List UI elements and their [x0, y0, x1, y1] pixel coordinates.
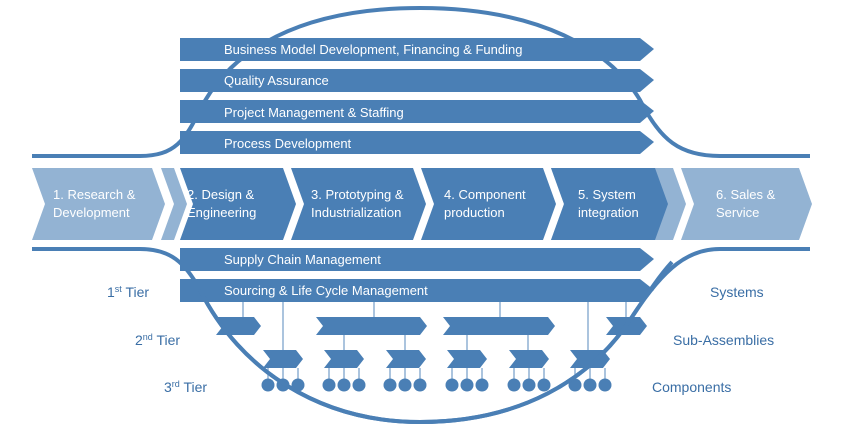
component-node [475, 378, 489, 392]
tier-label-components: Components [652, 379, 731, 395]
top-bar-quality-assurance: Quality Assurance [180, 69, 654, 92]
bottom-bar-sourcing-lifecycle: Sourcing & Life Cycle Management [180, 279, 654, 302]
bottom-bar-label: Sourcing & Life Cycle Management [224, 283, 428, 298]
phase-label-line1: 2. Design & [187, 187, 255, 202]
component-node [322, 378, 336, 392]
component-node [337, 378, 351, 392]
top-bar-label: Business Model Development, Financing & … [224, 42, 522, 57]
phase-label-line1: 3. Prototyping & [311, 187, 404, 202]
top-bar-label: Quality Assurance [224, 73, 329, 88]
tier-labels-left: 1st Tier 2nd Tier 3rd Tier [107, 284, 207, 395]
tier1-node [316, 317, 427, 335]
component-node [583, 378, 597, 392]
tier-label-sub-assemblies: Sub-Assemblies [673, 332, 774, 348]
tier-label-2nd: 2nd Tier [135, 332, 180, 348]
component-node [352, 378, 366, 392]
top-bar-business-model: Business Model Development, Financing & … [180, 38, 654, 61]
bottom-bar-label: Supply Chain Management [224, 252, 381, 267]
tier2-node [509, 350, 549, 368]
tier-label-3rd: 3rd Tier [164, 379, 207, 395]
top-bar-project-management: Project Management & Staffing [180, 100, 654, 123]
top-bar-label: Project Management & Staffing [224, 105, 404, 120]
component-node [507, 378, 521, 392]
component-node [383, 378, 397, 392]
component-node [460, 378, 474, 392]
phase-label-line1: 5. System [578, 187, 636, 202]
phase-3-prototyping-industrialization[interactable]: 3. Prototyping & Industrialization [291, 168, 426, 240]
component-node [568, 378, 582, 392]
bottom-bar-supply-chain: Supply Chain Management [180, 248, 654, 271]
component-node [413, 378, 427, 392]
tier-label-systems: Systems [710, 284, 764, 300]
tier-label-1st: 1st Tier [107, 284, 149, 300]
phase-label-line2: Industrialization [311, 205, 401, 220]
supplier-tree [216, 302, 647, 392]
component-node [398, 378, 412, 392]
phase-1-research-development[interactable]: 1. Research & Development [32, 168, 165, 240]
top-bar-process-development: Process Development [180, 131, 654, 154]
top-bars: Business Model Development, Financing & … [180, 38, 654, 154]
tier-labels-right: Systems Sub-Assemblies Components [652, 284, 774, 395]
bottom-bars: Supply Chain Management Sourcing & Life … [180, 248, 654, 302]
top-bar-label: Process Development [224, 136, 352, 151]
phase-label-line2: Engineering [187, 205, 256, 220]
component-node [537, 378, 551, 392]
phase-label-line1: 1. Research & [53, 187, 136, 202]
tier2-node [447, 350, 487, 368]
lower-curve-foreground [198, 260, 674, 425]
phase-label-line1: 4. Component [444, 187, 526, 202]
tier2-node [386, 350, 426, 368]
phase-label-line2: Service [716, 205, 759, 220]
phase-2-design-engineering[interactable]: 2. Design & Engineering [161, 168, 296, 240]
phase-label-line2: integration [578, 205, 639, 220]
tier1-node [443, 317, 555, 335]
tier2-node [324, 350, 364, 368]
phase-label-line1: 6. Sales & [716, 187, 776, 202]
phase-label-line2: Development [53, 205, 130, 220]
phase-4-component-production[interactable]: 4. Component production [421, 168, 556, 240]
component-node [261, 378, 275, 392]
component-node [445, 378, 459, 392]
component-node [598, 378, 612, 392]
tier2-node [263, 350, 303, 368]
phase-5-system-integration[interactable]: 5. System integration [551, 168, 686, 240]
phase-6-sales-service[interactable]: 6. Sales & Service [681, 168, 812, 240]
phase-label-line2: production [444, 205, 505, 220]
component-node [522, 378, 536, 392]
phase-chevrons: 1. Research & Development 2. Design & En… [32, 168, 812, 240]
